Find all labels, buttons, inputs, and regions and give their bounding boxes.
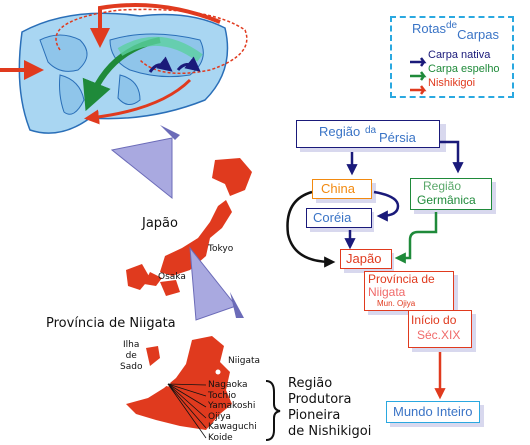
japan-label: Japão	[142, 216, 178, 231]
node-text: Germânica	[417, 193, 476, 207]
node-text: Mundo Inteiro	[393, 404, 473, 419]
node-provincia-de-niigata: Província de Niigata Mun. Ojiya	[364, 271, 454, 311]
tokyo-label: Tokyo	[208, 244, 234, 254]
legend-arrows	[410, 57, 427, 95]
town-leader-lines	[167, 383, 207, 439]
niigata-city-label: Niigata	[228, 356, 261, 366]
legend-item-carpa-espelho: Carpa espelho	[428, 63, 500, 75]
legend-title-de: de	[445, 20, 458, 31]
town-name: Ojiya	[208, 411, 231, 422]
node-text: Província de	[368, 272, 435, 286]
node-text: Região	[423, 179, 462, 193]
node-regiao-da-persia: Região da Pérsia	[296, 120, 440, 148]
carpa-espelho-arc	[117, 36, 203, 62]
node-text: da	[365, 125, 377, 136]
town-name: Yamakoshi	[208, 401, 256, 411]
regiao-line: Produtora	[288, 392, 352, 407]
node-regiao-germanica: Região Germânica	[410, 178, 492, 210]
japan-map	[126, 158, 252, 296]
nishikigoi-route-arrow-south	[84, 78, 192, 125]
node-text: China	[321, 181, 355, 196]
node-text: Séc.XIX	[417, 328, 461, 342]
node-text: Pérsia	[379, 130, 416, 145]
town-name: Nagaoka	[208, 380, 248, 390]
legend-box: RotasdeCarpas Carpa nativa Carpa espelho…	[390, 16, 514, 98]
town-name: Koide	[208, 432, 233, 443]
pointer-japan-to-niigata	[189, 246, 237, 321]
ilha-de-sado-label: Ilha de Sado	[120, 340, 143, 372]
osaka-label: Osaka	[158, 272, 186, 282]
town-list: Nagaoka Tochio Yamakoshi Ojiya Kawaguchi…	[208, 380, 257, 443]
provincia-niigata-label: Província de Niigata	[46, 316, 176, 331]
node-mundo-inteiro: Mundo Inteiro	[386, 401, 480, 423]
town-name: Kawaguchi	[208, 422, 257, 432]
regiao-line: Região	[288, 376, 333, 391]
nishikigoi-route-arrow-top	[90, 3, 221, 48]
node-text: Região	[319, 124, 361, 139]
region-bracket	[265, 380, 281, 441]
node-text: Início do	[411, 313, 457, 327]
town-name: Tochio	[208, 390, 237, 401]
carpa-nativa-arrow-2	[176, 56, 201, 72]
legend-title-rotas: Rotas	[412, 21, 446, 36]
legend-item-nishikigoi: Nishikigoi	[428, 77, 476, 89]
carpa-nativa-arrow-1	[148, 56, 173, 73]
node-text: Mun. Ojiya	[377, 299, 416, 308]
node-text: Niigata	[368, 285, 406, 299]
node-japao: Japão	[340, 249, 392, 269]
regiao-line: Pioneira	[288, 408, 341, 423]
node-china: China	[312, 179, 372, 199]
regiao-line: de Nishikigoi	[288, 424, 372, 439]
legend-title-carpas: Carpas	[457, 27, 500, 42]
pointer-world-to-japan	[110, 137, 173, 200]
legend-item-carpa-nativa: Carpa nativa	[428, 49, 491, 61]
node-text: Coréia	[313, 210, 352, 225]
regiao-produtora-label: Região Produtora Pioneira de Nishikigoi	[288, 376, 371, 440]
node-text: Japão	[346, 251, 382, 266]
node-inicio-do-sec-xix: Início do Séc.XIX	[408, 310, 472, 348]
node-coreia: Coréia	[306, 208, 372, 228]
nishikigoi-route-ellipse	[55, 8, 248, 75]
